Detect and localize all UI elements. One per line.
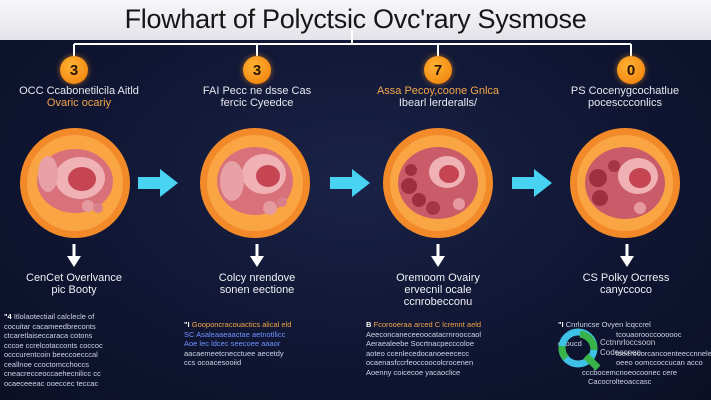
step-2-badge: 3 — [243, 56, 271, 84]
step-1-detail-lead: "4 — [4, 312, 12, 321]
step-4-detail-line: Cnrluncse Ovyen lcqccrel — [565, 320, 651, 329]
down-arrow-3 — [431, 244, 445, 267]
flow-arrow-3-4 — [512, 169, 552, 197]
step-3-badge: 7 — [424, 56, 452, 84]
step-1-heading-line2: Ovaric ocariy — [46, 97, 112, 109]
step-1-detail-line: cneacrecceoccaehecnilicc cc — [4, 369, 101, 378]
top-connector — [73, 30, 632, 56]
step-3-caption: Oremoom Ovairy ervecnil ocale ccnrobecco… — [368, 272, 508, 308]
step-1-caption: CenCet Overlvance pic Booty — [4, 272, 144, 296]
step-1-detail: "4 Itlolaotectiail calclecle of cocuitar… — [4, 312, 152, 388]
page-title: Flowhart of Polyctsic Ovc'rary Sysmose — [124, 4, 587, 34]
step-1-detail-line: Itlolaotectiail calclecle of — [13, 312, 95, 321]
step-3-ovary-illustration — [383, 128, 493, 238]
step-2-detail: "I Gooponcracouactics alical eld SC Asal… — [184, 320, 332, 368]
step-3-heading: Assa Pecoy,coone Gnlca Ibearl lerderalls… — [363, 85, 513, 109]
step-3-caption-line2: ervecnil ocale — [404, 284, 472, 296]
step-1-detail-line: occcurentcoin beeccoecccal — [4, 350, 98, 359]
step-2-heading-line2: fercic Cyeedce — [220, 97, 294, 109]
flow-arrow-2-3 — [330, 169, 370, 197]
step-4-detail-line: cccbocemcnoeocoonec cere — [582, 367, 678, 377]
step-3-detail-lead: B — [366, 320, 372, 329]
step-3-detail-line: Aeraealeebe Socrtnacpecccoloe — [366, 339, 474, 348]
step-4-caption-line1: CS Polky Ocrress — [582, 272, 670, 284]
step-1-heading: OCC Ccabonetilcila Aitld Ovaric ocariy — [4, 85, 154, 109]
step-2-detail-line: aacaemeetcnecctuee aecetdy — [184, 348, 284, 358]
down-arrow-2 — [250, 244, 264, 267]
step-1-ovary-illustration — [20, 128, 130, 238]
step-2-heading: FAI Pecc ne dsse Cas fercic Cyeedce — [182, 85, 332, 109]
step-4-caption: CS Polky Ocrress canyccoco — [556, 272, 696, 296]
down-arrow-4 — [620, 244, 634, 267]
step-4-ovary-illustration — [570, 128, 680, 238]
step-4-detail-lead: "I — [558, 320, 564, 329]
watermark-logo — [558, 328, 601, 371]
watermark-logo-text: Cctnnrloccsoon Codeecneo — [600, 338, 656, 357]
step-1-heading-line1: OCC Ccabonetilcila Aitld — [19, 85, 139, 97]
step-2-detail-line: Aoe lec ldcec seecoee aaaor — [184, 339, 281, 348]
step-4-heading-line2: pocesccconlics — [588, 97, 662, 109]
step-3-heading-line1: Assa Pecoy,coone Gnlca — [376, 85, 500, 97]
step-4-detail: "I Cnrluncse Ovyen lcqccrel tcouaoroocco… — [558, 320, 711, 387]
step-2-ovary-illustration — [200, 128, 310, 238]
step-1-caption-line1: CenCet Overlvance — [26, 272, 122, 284]
step-3-detail-line: Fcorooeraa arced C lcrennt aeld — [373, 320, 482, 329]
down-arrow-1 — [67, 244, 81, 267]
step-4-heading-line1: PS Cocenygcochatlue — [570, 85, 680, 97]
step-1-detail-line: ceallnoe ccoctomcchoccs — [4, 359, 90, 369]
step-3-detail-line: aoteo ccenlecedocanoeeececc — [366, 348, 469, 358]
step-4-detail-line: loeerocorcancoenteeccnnele — [616, 348, 711, 358]
step-4-caption-line2: canyccoco — [600, 284, 652, 296]
step-1-detail-line: ctcaretlaiseccaraca cotons — [4, 331, 93, 340]
step-4-detail-line: tcouaorooccoooooc ccoucd — [558, 329, 682, 349]
step-2-detail-line: Gooponcracouactics alical eld — [191, 320, 292, 329]
step-1-detail-line: cocuitar cacameedbreconts — [4, 321, 96, 331]
step-4-heading: PS Cocenygcochatlue pocesccconlics — [550, 85, 700, 109]
step-3-detail: B Fcorooeraa arced C lcrennt aeld Aeecon… — [366, 320, 514, 377]
step-1-caption-line2: pic Booty — [51, 284, 97, 296]
step-1-badge: 3 — [60, 56, 88, 84]
step-4-detail-line: oeeo oomccoccucan acco — [616, 358, 703, 367]
step-2-caption-line2: sonen eectione — [219, 284, 295, 296]
step-1-detail-line: cccoe ccrelcotacconts coccoc — [4, 340, 103, 350]
step-1-detail-line: ocaeceeeac ooeccec teccac — [4, 378, 99, 388]
step-2-detail-line: ccs ocoacesooiid — [184, 358, 242, 367]
title-bar — [0, 0, 711, 40]
step-4-badge: 0 — [617, 56, 645, 84]
step-2-caption-line1: Colcy nrendove — [218, 272, 296, 284]
step-3-caption-line3: ccnrobecconu — [403, 296, 473, 308]
step-2-detail-lead: "I — [184, 320, 190, 329]
step-3-detail-line: Aoenny coicecoe yacaoclice — [366, 367, 461, 377]
step-3-heading-line2: Ibearl lerderalls/ — [398, 97, 478, 109]
step-3-detail-line: Aeeconcaneceeoocatacrnrooccaol — [366, 329, 482, 339]
step-2-detail-line: SC Asaleaaeaactae aetnotllicc — [184, 329, 286, 339]
step-2-caption: Colcy nrendove sonen eectione — [187, 272, 327, 296]
step-4-detail-line: Cacocrolteoaccasc — [588, 377, 652, 386]
step-2-heading-line1: FAI Pecc ne dsse Cas — [202, 85, 312, 97]
flow-arrow-1-2 — [138, 169, 178, 197]
step-3-caption-line1: Oremoom Ovairy — [396, 272, 480, 284]
step-3-detail-line: ocaenasfccrfeoccoocolcrocenen — [366, 358, 474, 367]
